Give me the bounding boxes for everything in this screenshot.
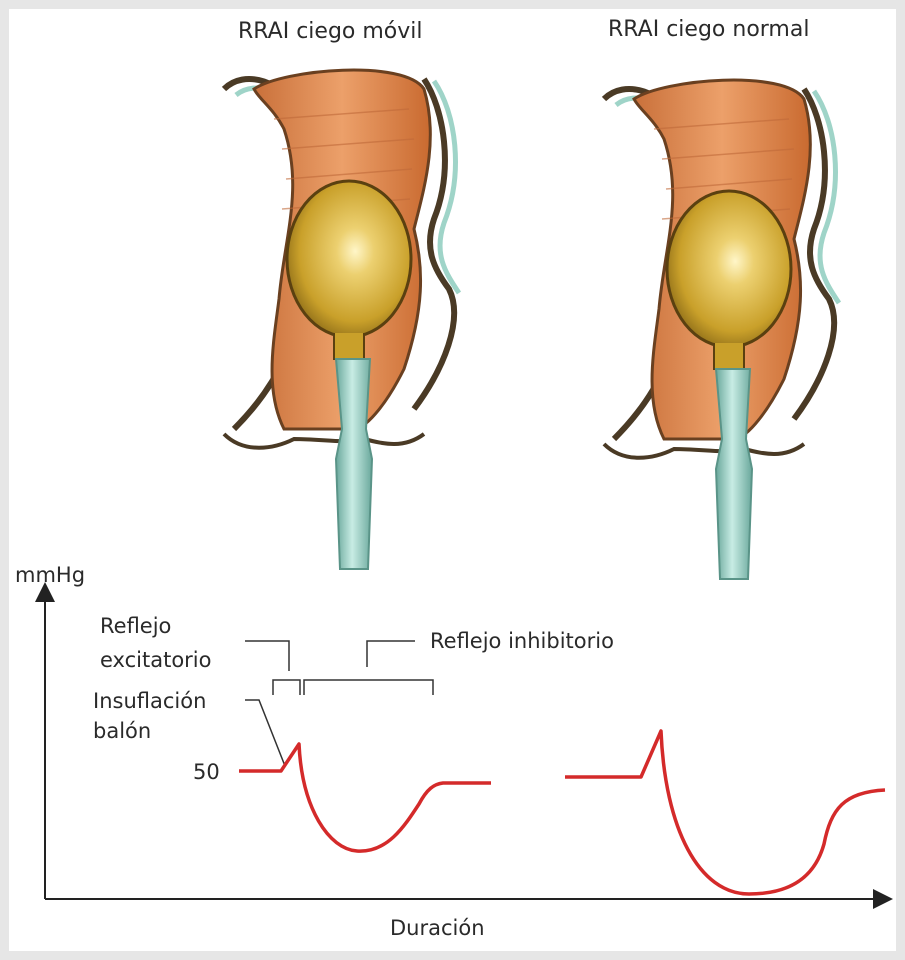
diagram-canvas [9,9,896,951]
figure-frame: RRAI ciego móvil RRAI ciego normal mmHg … [9,9,896,951]
balloon-leader-line [245,700,285,766]
panel-title-mobile: RRAI ciego móvil [238,19,423,45]
excitatory-leader-line [245,641,289,671]
illustration-mobile-cecum [224,70,459,569]
excitatory-label-line1: Reflejo [100,613,171,639]
pressure-trace-normal [565,731,885,894]
balloon-label-line2: balón [93,718,151,744]
panel-title-normal: RRAI ciego normal [608,17,809,43]
illustration-normal-cecum [604,80,839,579]
y-axis-label: mmHg [15,562,85,588]
excitatory-label-line2: excitatorio [100,647,212,673]
excitatory-bracket [273,680,300,695]
y-tick-50: 50 [193,759,220,785]
pressure-trace-mobile [239,744,491,851]
balloon-label-line1: Insuflación [93,688,206,714]
inhibitory-leader-line [367,641,415,667]
inhibitory-bracket [304,680,433,695]
x-axis-label: Duración [390,915,485,941]
inhibitory-label: Reflejo inhibitorio [430,628,614,654]
